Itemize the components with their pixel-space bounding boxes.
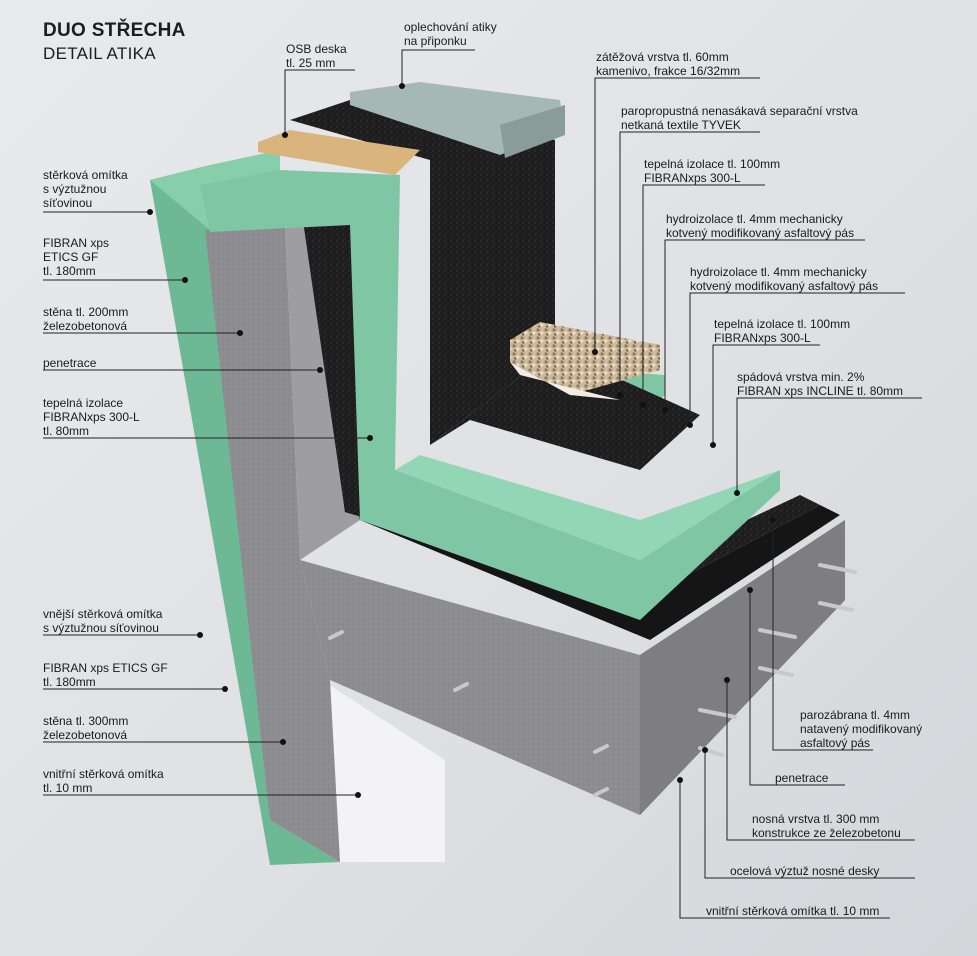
label-line: hydroizolace tl. 4mm mechanicky (690, 265, 867, 279)
label-line: tl. 180mm (43, 264, 96, 278)
rebar-stubs (328, 563, 857, 797)
label-line: nosná vrstva tl. 300 mm (752, 812, 880, 826)
label-line: s výztužnou síťovinou (43, 621, 159, 635)
label-line: vnitřní stěrková omítka tl. 10 mm (706, 904, 880, 918)
leader-dots (147, 83, 776, 798)
diagram-title: DUO STŘECHA (43, 20, 186, 41)
label-line: OSB deska (286, 42, 347, 56)
diagram-subtitle: DETAIL ATIKA (43, 44, 156, 63)
label-line: penetrace (43, 356, 97, 370)
label-line: penetrace (775, 771, 829, 785)
label-line: oplechování atiky (404, 20, 497, 34)
label-ocelova: ocelová výztuž nosné desky (730, 864, 879, 878)
label-line: asfaltový pás (800, 736, 871, 750)
label-line: ocelová výztuž nosné desky (730, 864, 880, 878)
gravel-ballast (510, 322, 660, 400)
label-line: FIBRANxps 300-L (714, 331, 811, 345)
label-line: kotvený modifikovaný asfaltový pás (690, 279, 879, 293)
label-separacni: paropropustná nenasákavá separační vrstv… (621, 104, 858, 132)
label-line: tepelná izolace (43, 396, 124, 410)
label-line: tl. 80mm (43, 424, 90, 438)
label-line: konstrukce ze železobetonu (752, 826, 901, 840)
label-line: ETICS GF (43, 250, 99, 264)
inner-plaster (328, 684, 445, 862)
label-line: FIBRANxps 300-L (644, 171, 741, 185)
label-line: s výztužnou (43, 182, 107, 196)
osb-board (258, 130, 420, 175)
label-line: stěrková omítka (43, 168, 128, 182)
label-line: stěna tl. 300mm (43, 714, 129, 728)
label-spadova: spádová vrstva min. 2%FIBRAN xps INCLINE… (737, 370, 903, 398)
leader-lines (43, 49, 922, 919)
label-penetrace-left: penetrace (43, 356, 96, 370)
label-line: FIBRAN xps ETICS GF (43, 661, 168, 675)
parapet-flashing (350, 82, 565, 158)
label-line: na připonku (404, 34, 467, 48)
label-line: FIBRAN xps (43, 236, 110, 250)
label-line: tl. 180mm (43, 675, 96, 689)
label-line: hydroizolace tl. 4mm mechanicky (666, 212, 843, 226)
label-vnitrni-sterkova-right: vnitřní stěrková omítka tl. 10 mm (706, 904, 879, 918)
label-line: tl. 25 mm (286, 56, 336, 70)
label-penetrace-right: penetrace (775, 771, 828, 785)
concrete-slab (300, 520, 845, 815)
parapet-asphalt (290, 100, 700, 470)
label-line: spádová vrstva min. 2% (737, 370, 865, 384)
label-line: tepelná izolace tl. 100mm (714, 317, 851, 331)
label-line: FIBRAN xps INCLINE tl. 80mm (737, 384, 904, 398)
label-line: FIBRANxps 300-L (43, 410, 140, 424)
label-line: tl. 10 mm (43, 781, 93, 795)
label-line: kamenivo, frakce 16/32mm (596, 64, 741, 78)
label-line: netkaná textile TYVEK (621, 118, 741, 132)
label-line: parozábrana tl. 4mm (800, 708, 911, 722)
label-line: tepelná izolace tl. 100mm (644, 157, 781, 171)
label-line: železobetonová (43, 728, 128, 742)
label-line: síťovinou (43, 196, 93, 210)
label-line: zátěžová vrstva tl. 60mm (596, 50, 729, 64)
label-line: paropropustná nenasákavá separační vrstv… (621, 104, 858, 118)
label-line: stěna tl. 200mm (43, 305, 129, 319)
label-line: vnější stěrková omítka (43, 607, 163, 621)
label-line: železobetonová (43, 319, 128, 333)
label-line: natavený modifikovaný (800, 722, 923, 736)
label-line: vnitřní stěrková omítka (43, 767, 164, 781)
label-line: kotvený modifikovaný asfaltový pás (666, 226, 855, 240)
